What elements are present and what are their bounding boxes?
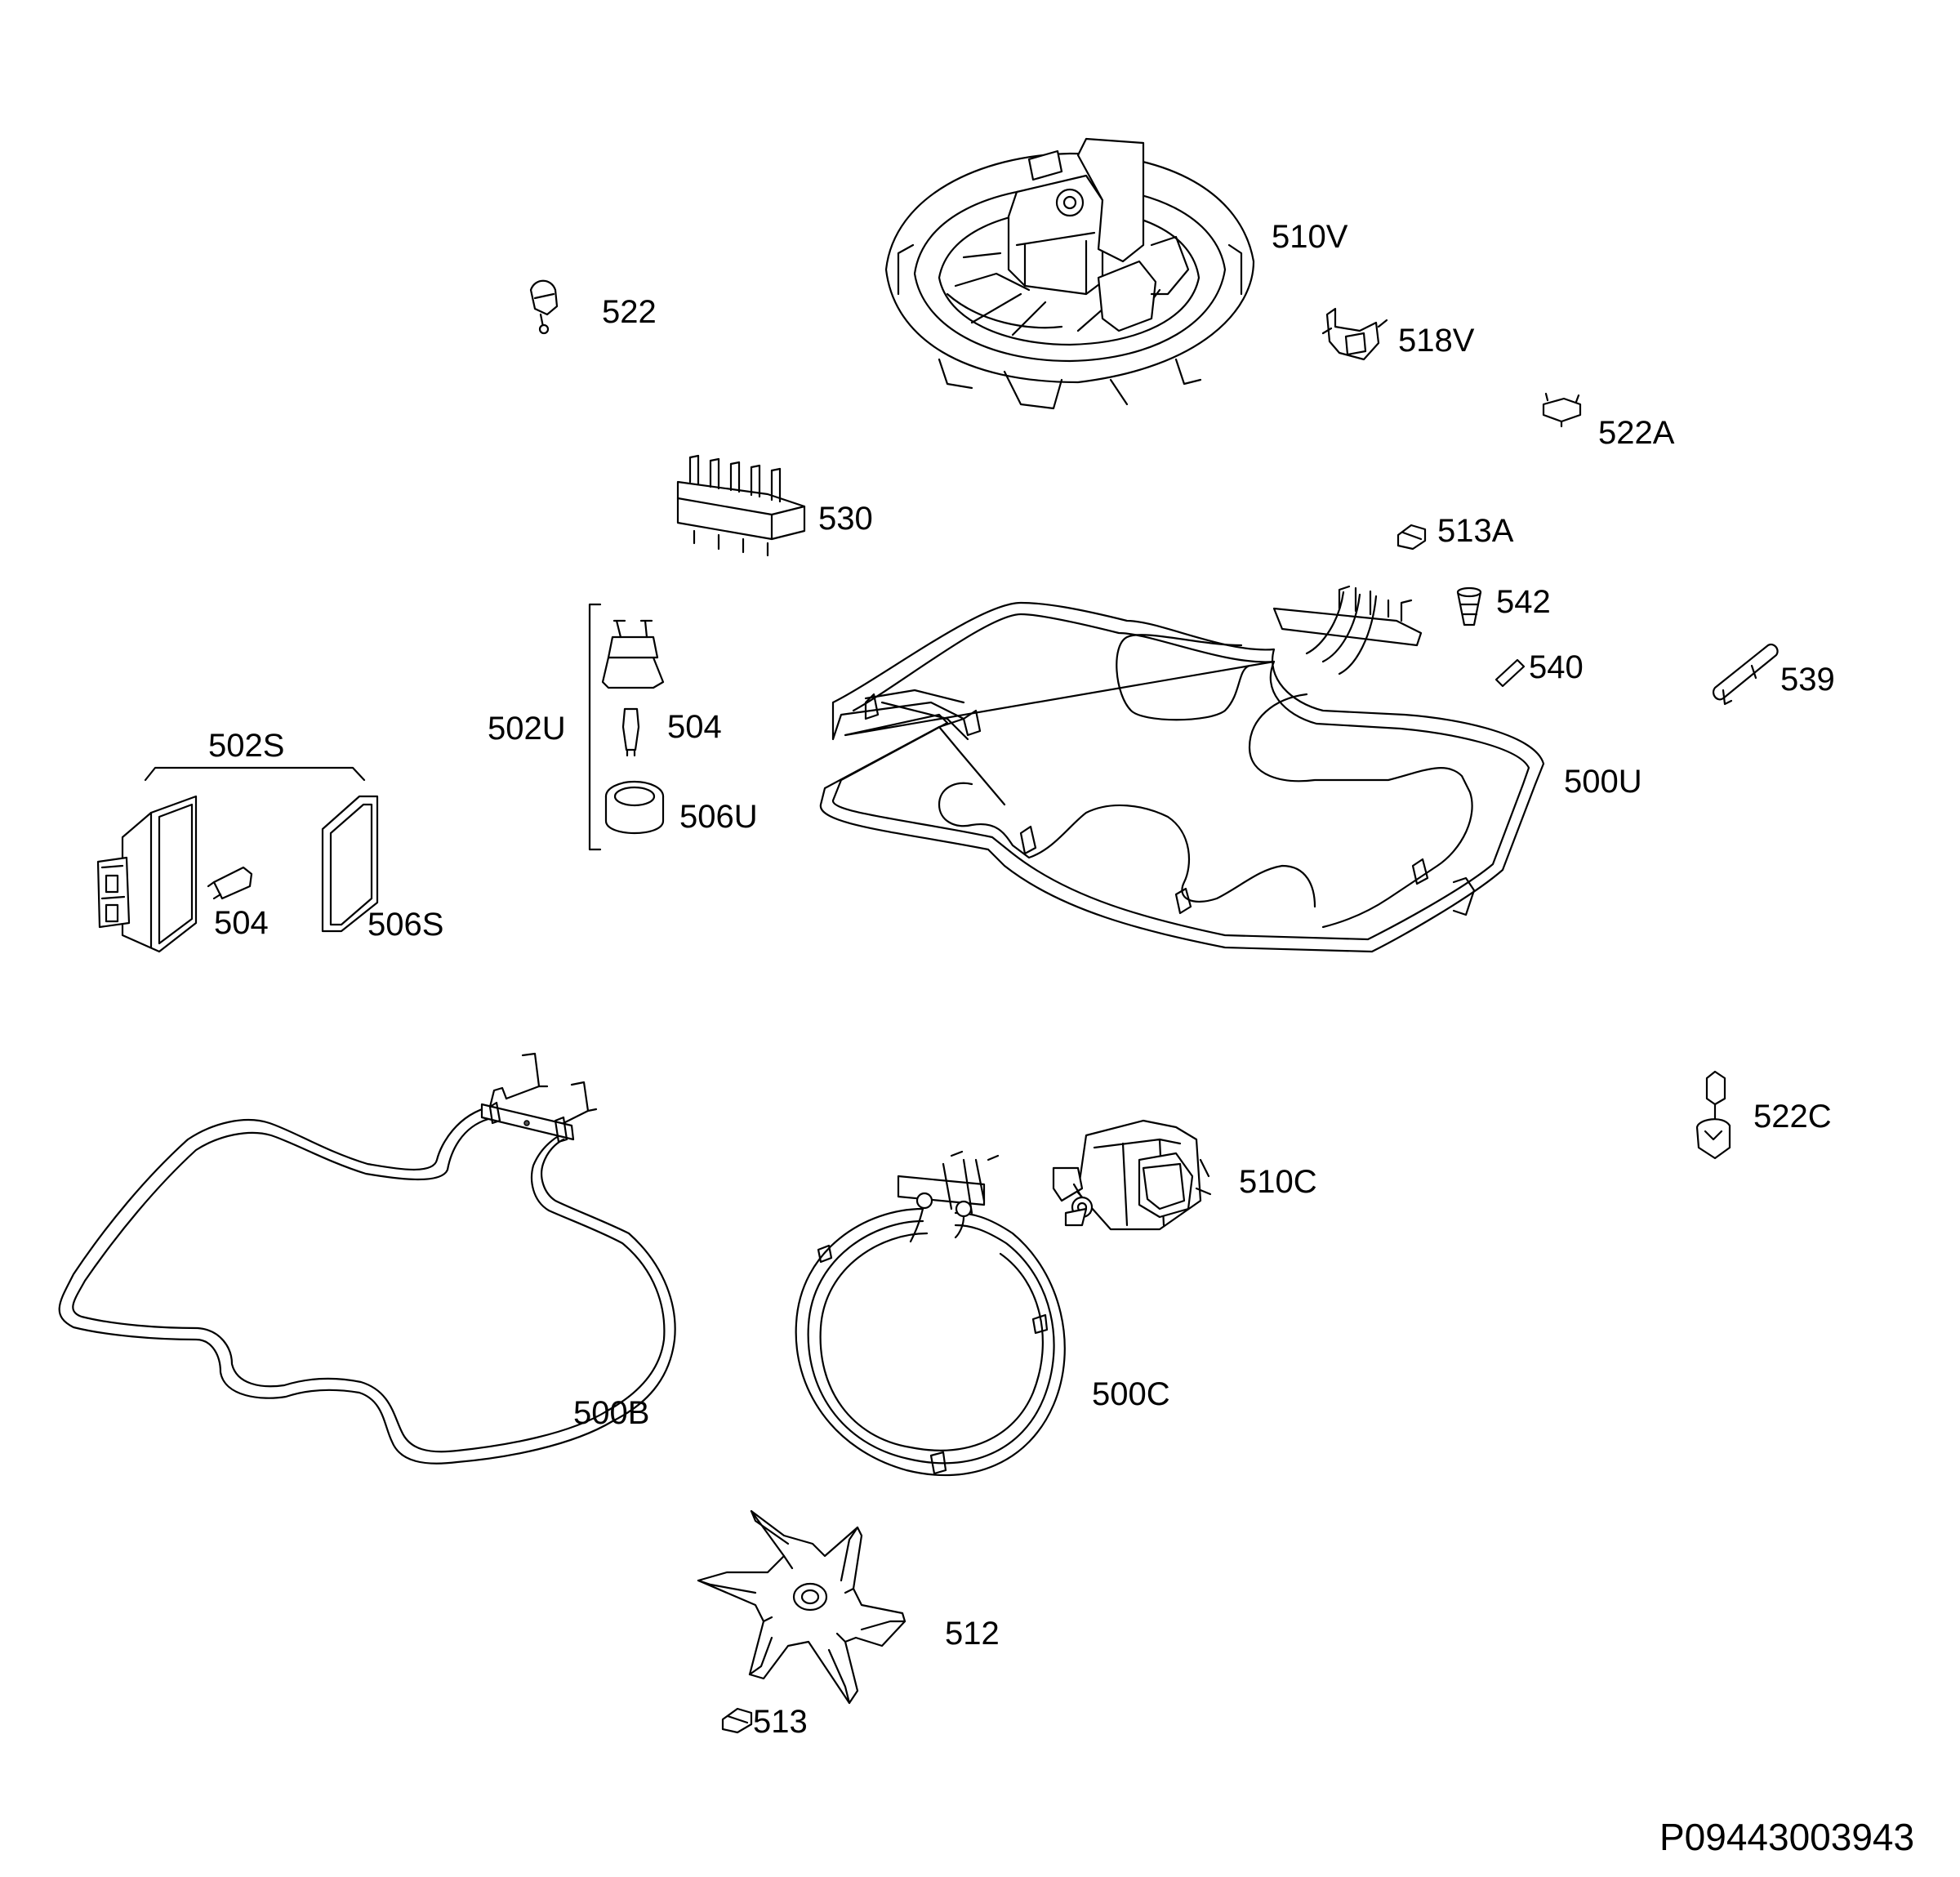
lamp-holder-502u	[601, 619, 665, 689]
part-label-518v: 518V	[1398, 323, 1475, 359]
part-label-513: 513	[753, 1704, 808, 1740]
ring-element-500c	[795, 1150, 1066, 1477]
lamp-504	[621, 707, 640, 757]
part-label-504: 504	[667, 709, 722, 745]
group-bracket-502s	[144, 766, 366, 782]
part-label-502s: 502S	[208, 728, 285, 764]
lamp-cover-506u	[604, 780, 665, 834]
thermostat-518v	[1321, 307, 1388, 361]
bottom-element-500b	[58, 1052, 676, 1465]
part-label-542: 542	[1496, 584, 1551, 620]
part-label-510v: 510V	[1272, 219, 1348, 255]
part-label-522a: 522A	[1598, 415, 1675, 451]
part-label-506u: 506U	[679, 799, 758, 835]
clip-522	[529, 279, 559, 335]
lamp-cover-506s	[321, 795, 379, 933]
lamp-504-second	[207, 866, 253, 900]
pin-540	[1494, 658, 1526, 688]
part-label-522: 522	[602, 294, 657, 330]
fan-motor-assembly-510v	[884, 137, 1255, 410]
fan-blade-512	[697, 1509, 906, 1705]
clip-522a	[1542, 392, 1582, 428]
lamp-housing-502s	[96, 795, 198, 953]
part-label-540: 540	[1529, 649, 1584, 685]
part-label-530: 530	[818, 501, 873, 537]
part-label-510c: 510C	[1239, 1164, 1317, 1200]
part-label-502u: 502U	[488, 711, 566, 747]
document-id: P09443003943	[1659, 1816, 1915, 1858]
motor-510c	[1052, 1119, 1212, 1231]
part-label-500u: 500U	[1564, 764, 1642, 800]
part-label-513a: 513A	[1437, 513, 1514, 549]
bushing-542	[1456, 586, 1482, 626]
part-label-500b: 500B	[573, 1395, 650, 1431]
terminal-block-530	[676, 454, 806, 557]
nut-513a	[1396, 524, 1427, 551]
tube-539	[1712, 643, 1779, 706]
part-label-504-second: 504	[214, 905, 269, 941]
part-label-522c: 522C	[1753, 1099, 1832, 1135]
part-label-539: 539	[1780, 662, 1835, 698]
part-label-512: 512	[945, 1616, 1000, 1652]
nut-513	[721, 1707, 753, 1734]
part-label-506s: 506S	[368, 907, 444, 943]
clip-522c	[1695, 1070, 1731, 1160]
part-label-500c: 500C	[1092, 1376, 1170, 1412]
grill-element-500u	[819, 585, 1545, 953]
group-bracket-502u	[588, 603, 602, 851]
